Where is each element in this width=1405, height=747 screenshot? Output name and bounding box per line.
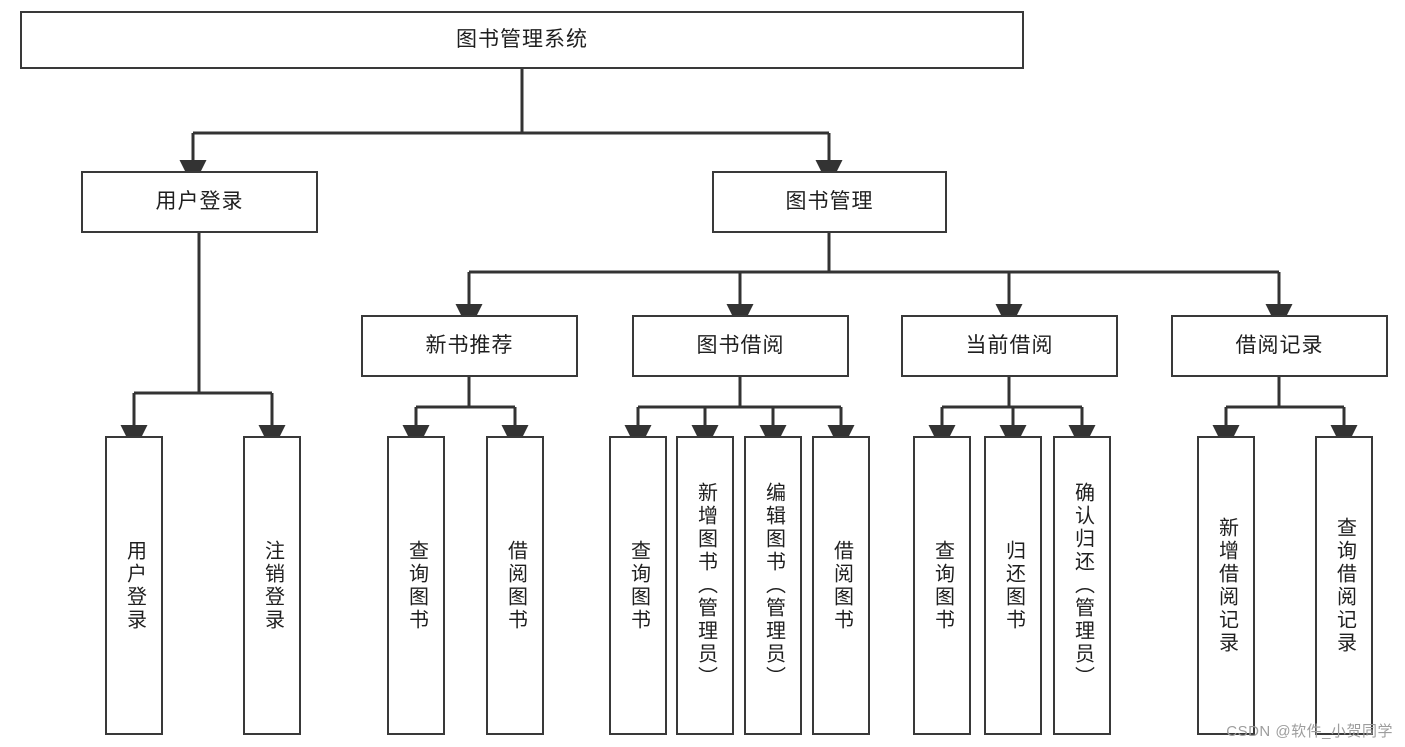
node-label: 新增借阅记录 xyxy=(1215,516,1238,655)
node-leaf-query-book: 查询图书 xyxy=(609,436,667,735)
node-label: 查询图书 xyxy=(405,539,428,632)
node-leaf-query-record: 查询借阅记录 xyxy=(1315,436,1373,735)
node-leaf-user-login: 用户登录 xyxy=(105,436,163,735)
node-book-borrow: 图书借阅 xyxy=(632,315,849,377)
node-leaf-query-book-rec: 查询图书 xyxy=(387,436,445,735)
node-label: 图书管理 xyxy=(785,190,874,214)
node-leaf-confirm-return: 确认归还（管理员） xyxy=(1053,436,1111,735)
node-label: 编辑图书（管理员） xyxy=(762,482,785,689)
node-label: 用户登录 xyxy=(155,190,244,214)
node-leaf-borrow-book: 借阅图书 xyxy=(812,436,870,735)
node-leaf-add-book: 新增图书（管理员） xyxy=(676,436,734,735)
node-label: 借阅记录 xyxy=(1235,334,1324,358)
node-label: 图书管理系统 xyxy=(456,28,588,52)
node-book-manage: 图书管理 xyxy=(712,171,947,233)
node-label: 查询借阅记录 xyxy=(1333,516,1356,655)
node-root-图书管理系统: 图书管理系统 xyxy=(20,11,1024,69)
node-leaf-logout: 注销登录 xyxy=(243,436,301,735)
node-label: 图书借阅 xyxy=(696,334,785,358)
node-label: 借阅图书 xyxy=(830,539,853,632)
node-label: 当前借阅 xyxy=(965,334,1054,358)
node-leaf-borrow-book-rec: 借阅图书 xyxy=(486,436,544,735)
node-label: 查询图书 xyxy=(931,539,954,632)
node-label: 查询图书 xyxy=(627,539,650,632)
watermark-label: CSDN @软件_小贺同学 xyxy=(1226,723,1393,740)
node-leaf-return-book: 归还图书 xyxy=(984,436,1042,735)
node-new-book-rec: 新书推荐 xyxy=(361,315,578,377)
node-leaf-edit-book: 编辑图书（管理员） xyxy=(744,436,802,735)
node-leaf-query-book-cur: 查询图书 xyxy=(913,436,971,735)
node-label: 注销登录 xyxy=(261,539,284,632)
node-label: 新增图书（管理员） xyxy=(694,482,717,689)
node-borrow-record: 借阅记录 xyxy=(1171,315,1388,377)
node-label: 用户登录 xyxy=(123,539,146,632)
node-user-login: 用户登录 xyxy=(81,171,318,233)
node-leaf-add-record: 新增借阅记录 xyxy=(1197,436,1255,735)
node-label: 借阅图书 xyxy=(504,539,527,632)
node-label: 新书推荐 xyxy=(425,334,514,358)
node-current-borrow: 当前借阅 xyxy=(901,315,1118,377)
node-label: 确认归还（管理员） xyxy=(1071,482,1094,689)
node-label: 归还图书 xyxy=(1002,539,1025,632)
